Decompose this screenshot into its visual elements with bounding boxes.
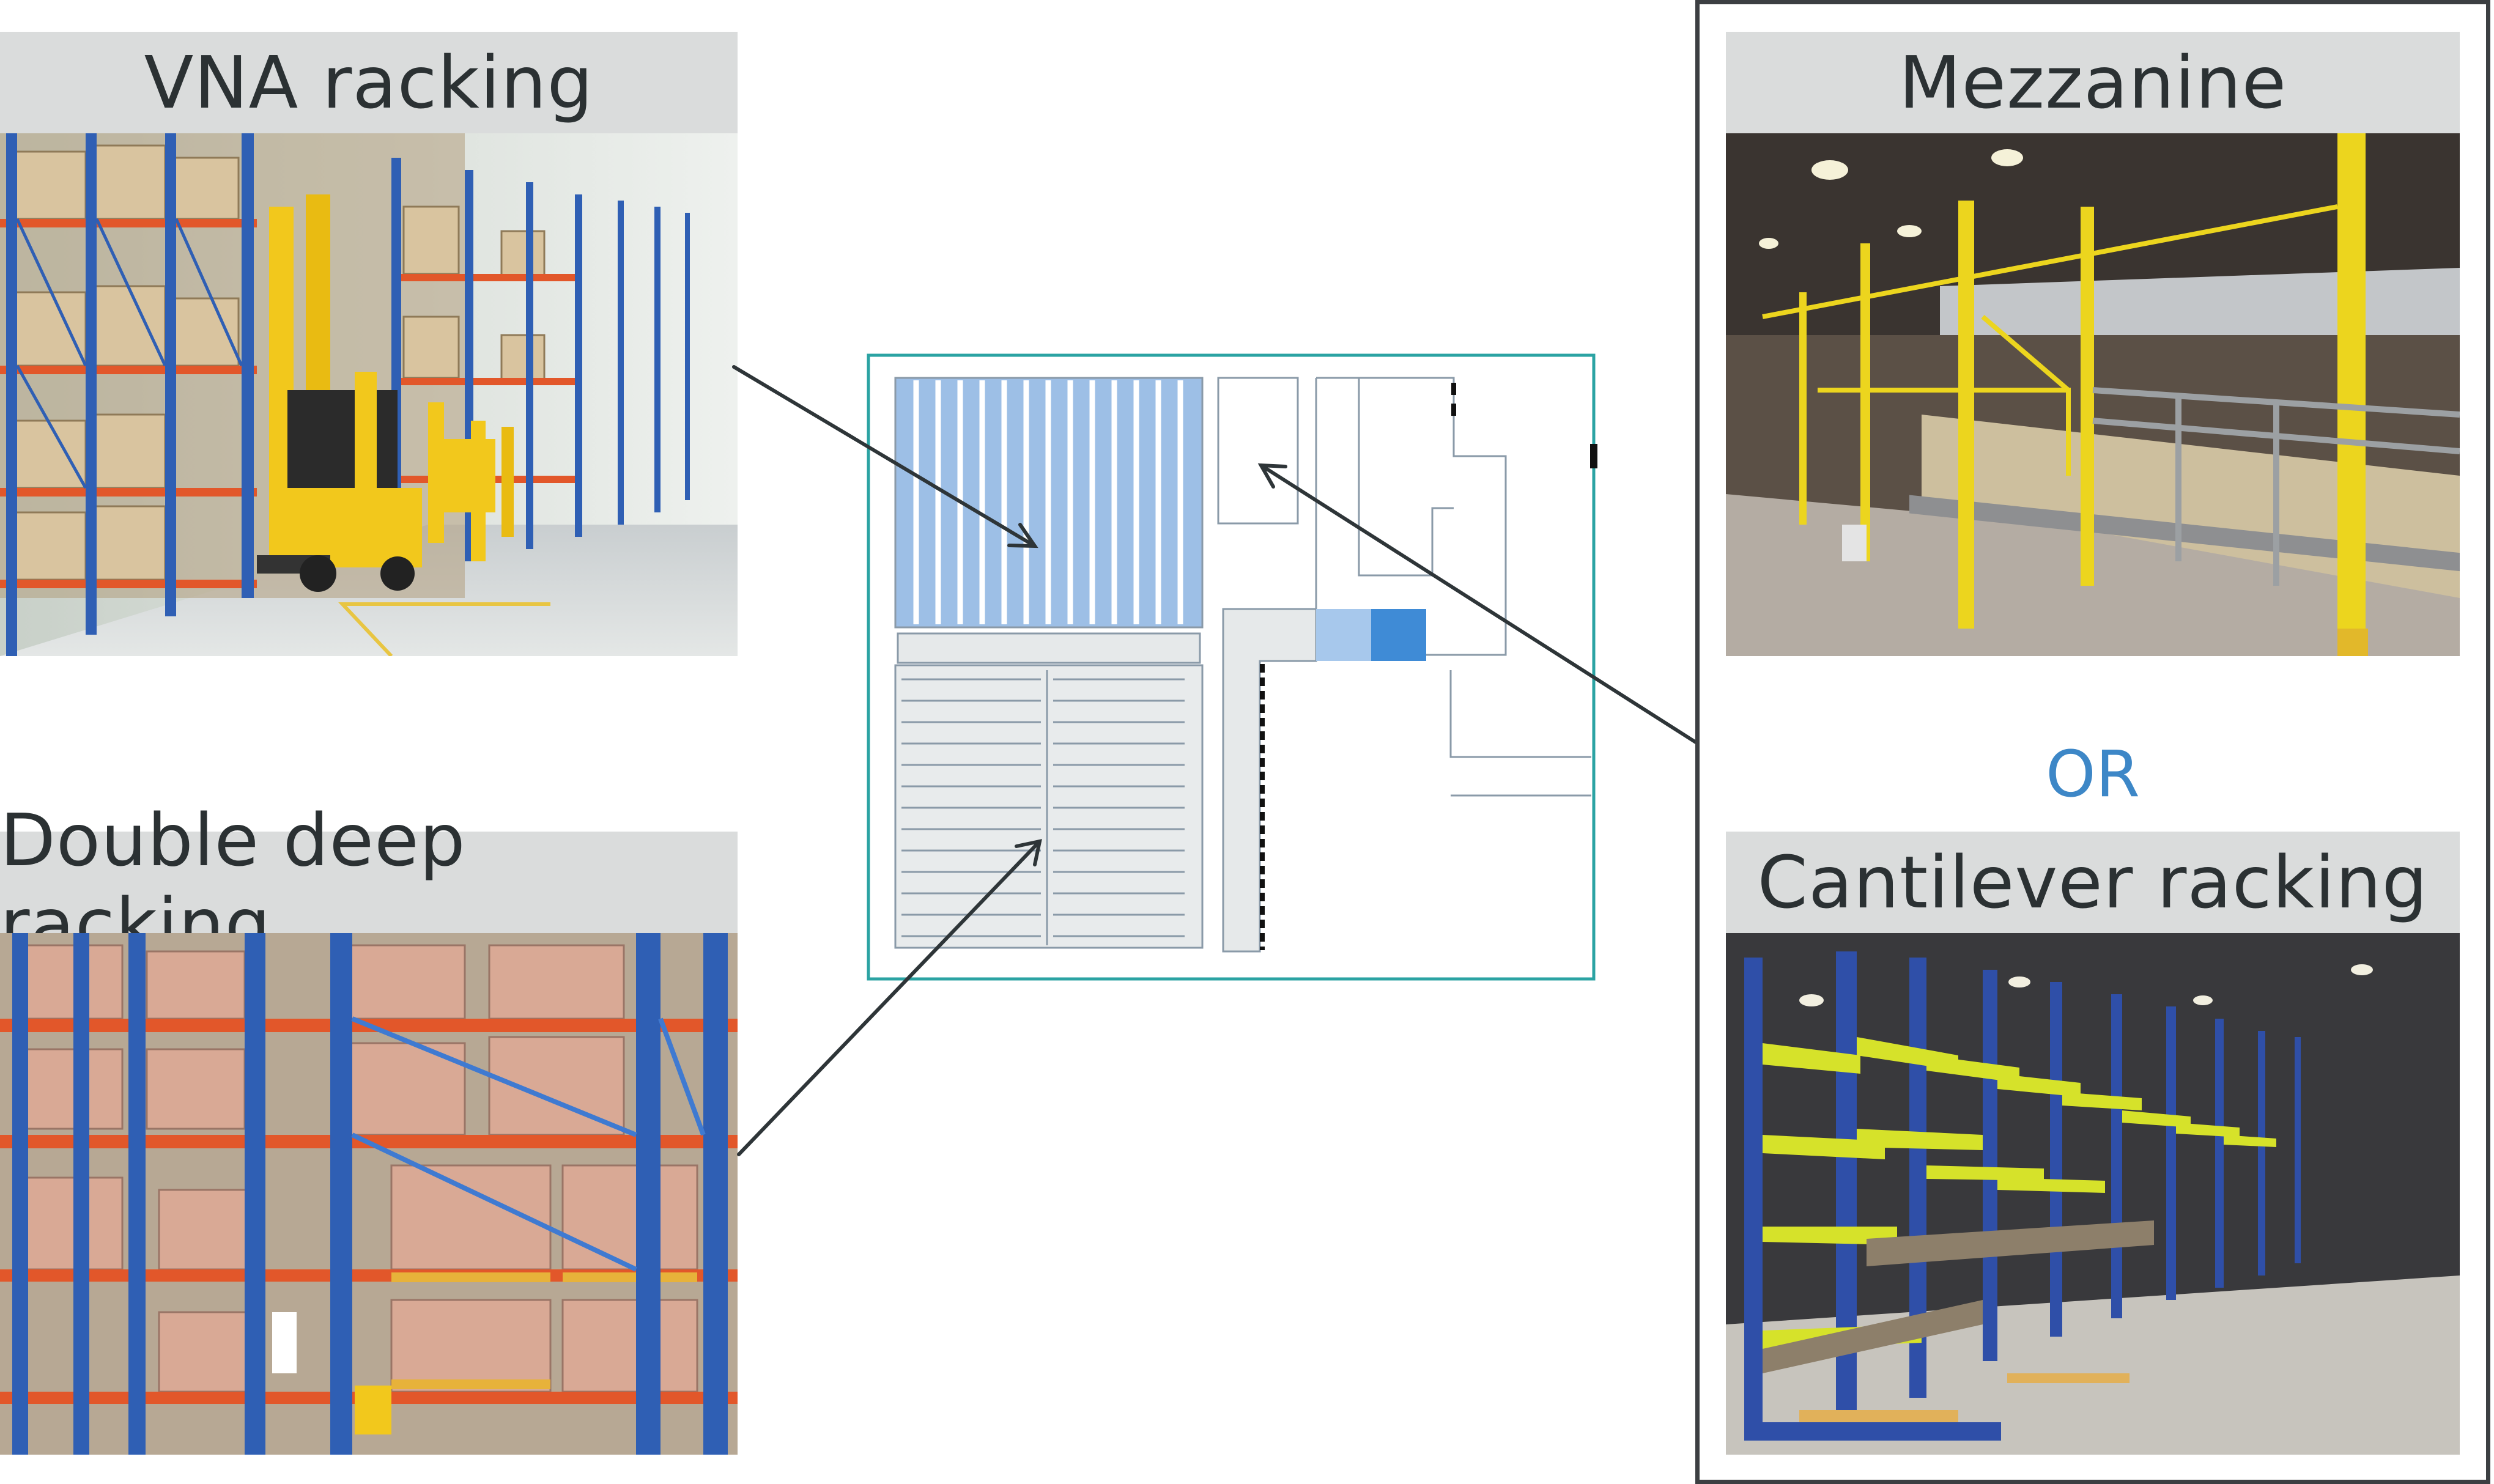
vna-racking-photo <box>0 133 738 656</box>
floor-plan <box>867 353 1597 981</box>
mezzanine-arrow <box>1259 463 1700 745</box>
vna-racking-title: VNA racking <box>0 32 738 133</box>
vna-zone <box>894 377 1204 664</box>
vna-racking-label: VNA racking <box>144 40 594 125</box>
cantilever-racking-photo <box>1726 933 2460 1455</box>
double-deep-arrow <box>737 840 1042 1156</box>
vna-arrow <box>732 365 1037 548</box>
double-deep-zone <box>894 664 1204 949</box>
mezzanine-label: Mezzanine <box>1898 40 2287 125</box>
double-deep-racking-photo <box>0 933 738 1455</box>
mezzanine-photo <box>1726 133 2460 656</box>
mezzanine-title: Mezzanine <box>1726 32 2460 133</box>
cantilever-racking-title: Cantilever racking <box>1726 832 2460 933</box>
cantilever-racking-label: Cantilever racking <box>1757 840 2429 925</box>
or-label: OR <box>2045 737 2141 811</box>
options-group-box <box>1695 0 2490 1484</box>
